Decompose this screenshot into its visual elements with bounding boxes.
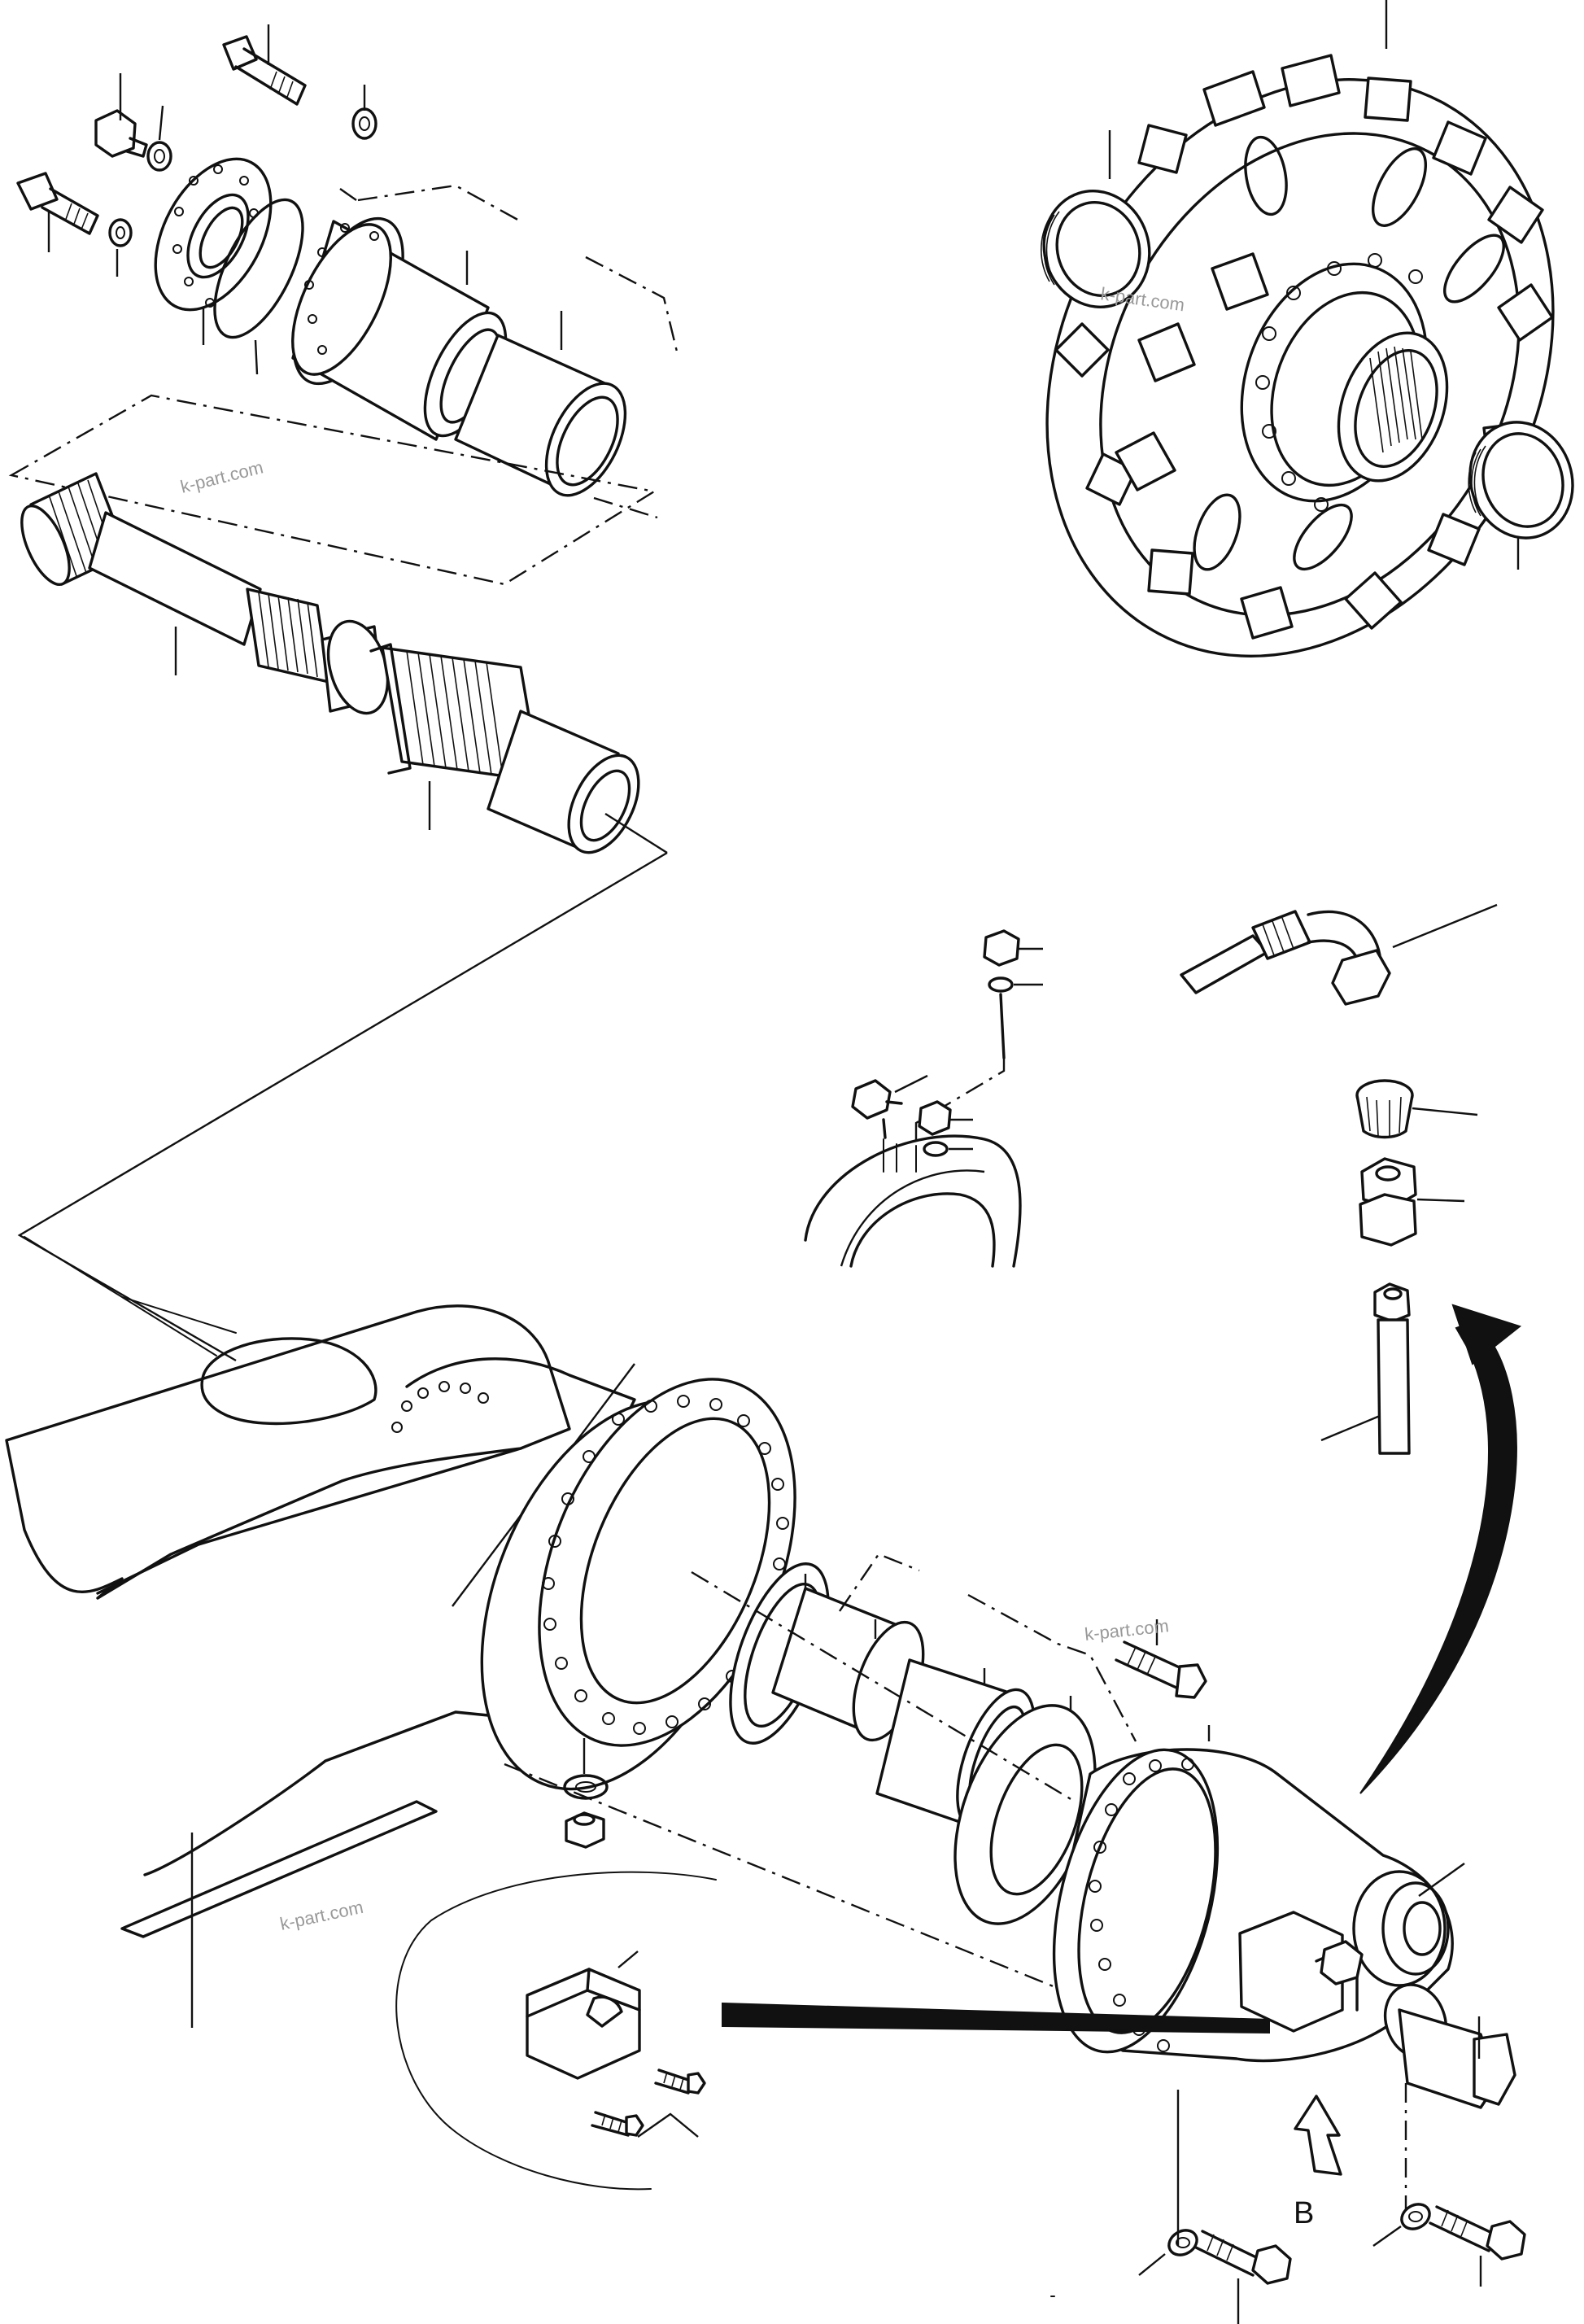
bearing-cover — [154, 157, 273, 312]
detail-label-b: B — [1294, 2196, 1314, 2230]
bottom-fasteners — [1138, 2203, 1526, 2324]
spindle-flange-ring — [480, 1378, 796, 1849]
watermark: k-part.com — [278, 1897, 365, 1934]
drive-shaft — [8, 394, 668, 854]
flange-bolt — [16, 172, 99, 235]
housing-bolt-holes — [391, 1381, 489, 1433]
washer — [146, 141, 172, 172]
tube-fitting — [1320, 1282, 1411, 1455]
planetary-housing: B — [1050, 1748, 1516, 2297]
hose-assembly — [1180, 903, 1522, 1794]
planetary-ring-carrier — [1040, 0, 1574, 657]
union-nut — [1359, 1157, 1465, 1247]
detail-b-inset — [395, 1871, 1270, 2191]
wheel-bearings — [504, 1553, 1211, 2049]
hub-flange-assembly — [16, 24, 679, 519]
hub-carrier — [291, 216, 508, 441]
washer — [108, 218, 133, 247]
carrier-bolts — [1255, 253, 1423, 512]
planet-bearing-seal-right — [1468, 421, 1574, 540]
washer — [351, 107, 377, 140]
bearing-sleeve — [454, 334, 627, 497]
breather-and-plugs — [804, 929, 1043, 1268]
axle-housing — [5, 1236, 636, 2028]
hub-screw — [1115, 1619, 1207, 1699]
view-direction-arrow — [1294, 2095, 1342, 2176]
dust-cap — [1355, 1079, 1478, 1139]
watermark: k-part.com — [178, 456, 265, 496]
plug-screw — [94, 109, 148, 158]
planet-bearing-seal-left — [1040, 190, 1151, 308]
hub-bolt — [222, 35, 307, 106]
o-ring — [213, 198, 304, 339]
sensor-unit — [1383, 1983, 1516, 2109]
